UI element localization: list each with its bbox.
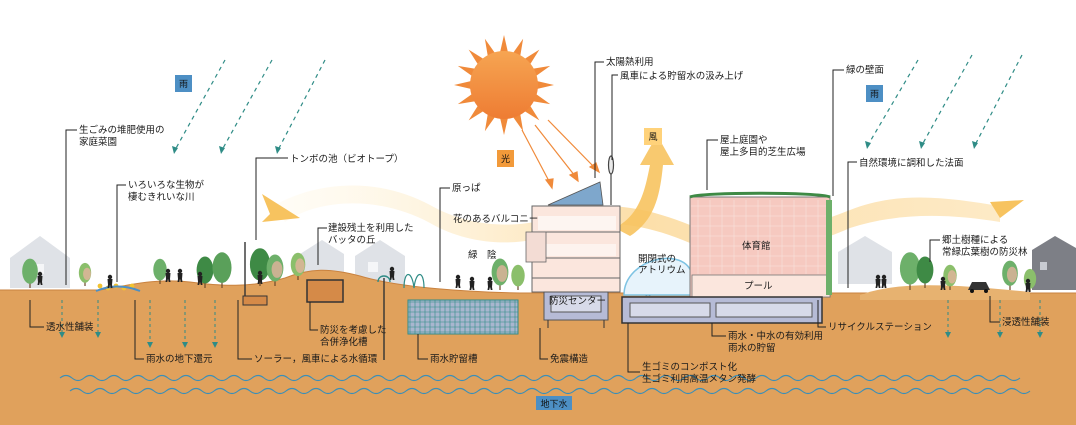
- rain: [172, 54, 1023, 154]
- label-field: 原っぱ: [452, 183, 481, 194]
- label-water-circulation: ソーラー，風車による水循環: [254, 353, 378, 365]
- label-disaster-center: 防災センター: [549, 295, 606, 307]
- label-river: いろいろな生物が棲むきれいな川: [128, 179, 205, 203]
- label-hill: 建設残土を利用したバッタの丘: [328, 222, 414, 246]
- label-rain-tank: 雨水貯留槽: [430, 353, 478, 365]
- sun: [454, 35, 554, 135]
- label-seismic: 免震構造: [550, 353, 589, 365]
- groundwater-waves: [59, 374, 1031, 395]
- label-greenery: 緑 陰: [468, 249, 497, 261]
- label-permeable-left: 透水性舗装: [46, 321, 94, 333]
- leader-lines: [29, 61, 1000, 373]
- wind-updraft: [615, 135, 674, 236]
- label-gym: 体育館: [742, 240, 771, 252]
- disaster-center-building: [525, 181, 621, 328]
- label-recycle-station: リサイクルステーション: [828, 322, 932, 333]
- light-rays: [521, 119, 601, 190]
- car: [968, 282, 990, 293]
- label-permeable-right: 浸透性舗装: [1002, 316, 1050, 328]
- rain-storage-tank: [407, 299, 519, 335]
- wind-arrow-right: [990, 200, 1024, 218]
- fountain: [403, 273, 425, 289]
- svg-text:光: 光: [501, 153, 510, 165]
- label-pool: プール: [744, 281, 773, 292]
- rain-tag-right: 雨: [866, 85, 883, 102]
- label-solar-heat: 太陽熱利用: [606, 56, 654, 68]
- rain-infiltration-arrows: [59, 300, 1043, 348]
- purification-tank: [306, 279, 344, 303]
- label-roof-garden: 屋上庭園や屋上多目的芝生広場: [720, 134, 806, 158]
- label-balcony: 花のあるバルコニー: [453, 213, 538, 225]
- basement-storage: [621, 296, 823, 324]
- windmill: [607, 155, 615, 205]
- groundwater-tag: 地下水: [536, 396, 572, 410]
- trees: [22, 248, 1037, 292]
- light-tag: 光: [497, 150, 514, 167]
- label-biotope: トンボの池（ビオトープ）: [290, 153, 403, 165]
- labels: 生ごみの堆肥使用の家庭菜園 いろいろな生物が棲むきれいな川 トンボの池（ビオトー…: [46, 56, 1050, 385]
- label-windmill-pump: 風車による貯留水の汲み上げ: [620, 70, 744, 82]
- label-atrium: 開閉式のアトリウム: [638, 253, 686, 276]
- label-slope: 自然環境に調和した法面: [859, 157, 964, 169]
- label-native-forest: 郷土樹種による常緑広葉樹の防災林: [942, 234, 1028, 258]
- water-pump-pole: [244, 242, 391, 360]
- label-rain-recharge: 雨水の地下還元: [146, 353, 213, 365]
- wind-tag: 風: [644, 128, 662, 145]
- label-purification: 防災を考慮した合併浄化槽: [320, 324, 387, 348]
- label-compost: 生ゴミのコンポスト化生ゴミ利用高温メタン発酵: [642, 361, 757, 385]
- label-kitchen-garden: 生ごみの堆肥使用の家庭菜園: [79, 124, 165, 148]
- label-green-wall: 緑の壁面: [846, 64, 884, 76]
- gym-building: [689, 191, 832, 298]
- svg-text:地下水: 地下水: [540, 398, 567, 410]
- svg-text:雨: 雨: [179, 79, 188, 90]
- svg-text:風: 風: [648, 132, 657, 143]
- circulation-box: [242, 295, 268, 306]
- wind-arrow-left: [262, 194, 300, 222]
- rain-tag-left: 雨: [175, 75, 192, 92]
- label-reuse: 雨水・中水の有効利用雨水の貯留: [728, 330, 823, 354]
- svg-text:雨: 雨: [870, 89, 879, 100]
